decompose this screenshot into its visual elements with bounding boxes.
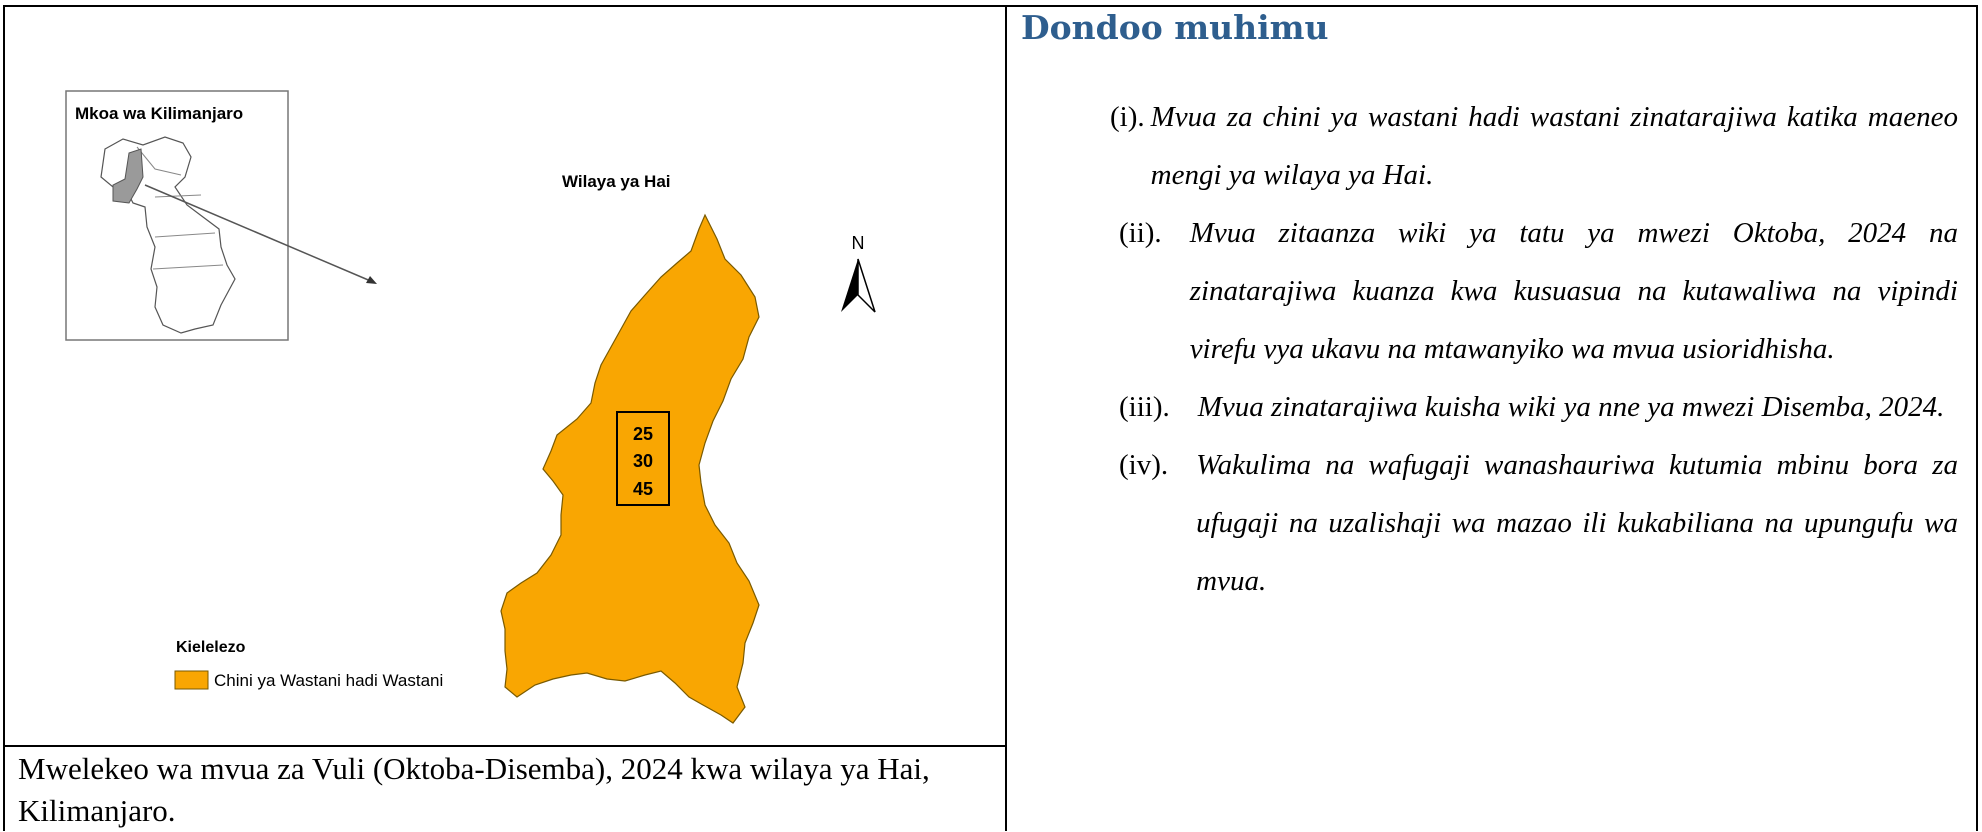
hai-district-area: [500, 213, 760, 724]
pointer-arrow: [144, 184, 374, 283]
list-item-number: (ii).: [1119, 217, 1162, 249]
list-item-text: Mvua zinatarajiwa kuisha wiki ya nne ya …: [1197, 391, 1945, 423]
north-arrow-icon-half: [857, 258, 876, 313]
inset-hai-highlight: [112, 148, 144, 204]
list-item: (i). Mvua za chini ya wastani hadi wasta…: [1110, 88, 1958, 204]
list-item: (ii). Mvua zitaanza wiki ya tatu ya mwez…: [1110, 204, 1958, 378]
map-panel: Mkoa wa Kilimanjaro Wilaya ya Hai N 25 3…: [5, 7, 1005, 745]
list-item-number: (iv).: [1119, 449, 1169, 481]
legend-swatch: [174, 670, 209, 690]
list-item: (iii). Mvua zinatarajiwa kuisha wiki ya …: [1110, 378, 1958, 436]
legend-title: Kielelezo: [176, 639, 246, 656]
highlights-title: Dondoo muhimu: [1021, 8, 1329, 47]
value-label: 25: [633, 424, 653, 444]
district-map: Mkoa wa Kilimanjaro Wilaya ya Hai N 25 3…: [65, 90, 876, 724]
district-title: Wilaya ya Hai: [562, 172, 671, 191]
region-boundary: [136, 146, 182, 176]
value-label: 30: [633, 451, 653, 471]
list-item-number: (iii).: [1119, 391, 1170, 423]
list-item-number: (i).: [1110, 101, 1145, 133]
north-arrow-icon: [841, 259, 858, 312]
north-label: N: [852, 233, 865, 253]
list-item-text: Mvua zitaanza wiki ya tatu ya mwezi Okto…: [1189, 217, 1958, 365]
inset-title: Mkoa wa Kilimanjaro: [75, 104, 243, 123]
map-caption: Mwelekeo wa mvua za Vuli (Oktoba-Disemba…: [18, 751, 930, 828]
page-frame: [3, 5, 1978, 831]
region-boundary: [154, 194, 202, 198]
column-divider: [1005, 5, 1007, 831]
pointer-arrowhead: [366, 276, 377, 284]
region-boundary: [152, 264, 224, 270]
legend-item-label: Chini ya Wastani hadi Wastani: [214, 671, 443, 690]
caption-divider: [3, 745, 1007, 747]
list-item-text: Wakulima na wafugaji wanashauriwa kutumi…: [1196, 449, 1958, 597]
value-label: 45: [633, 479, 653, 499]
highlights-list: (i). Mvua za chini ya wastani hadi wasta…: [1110, 88, 1958, 610]
list-item-text: Mvua za chini ya wastani hadi wastani zi…: [1150, 101, 1958, 191]
values-box: [616, 411, 670, 506]
region-boundary: [154, 232, 216, 238]
list-item: (iv). Wakulima na wafugaji wanashauriwa …: [1110, 436, 1958, 610]
